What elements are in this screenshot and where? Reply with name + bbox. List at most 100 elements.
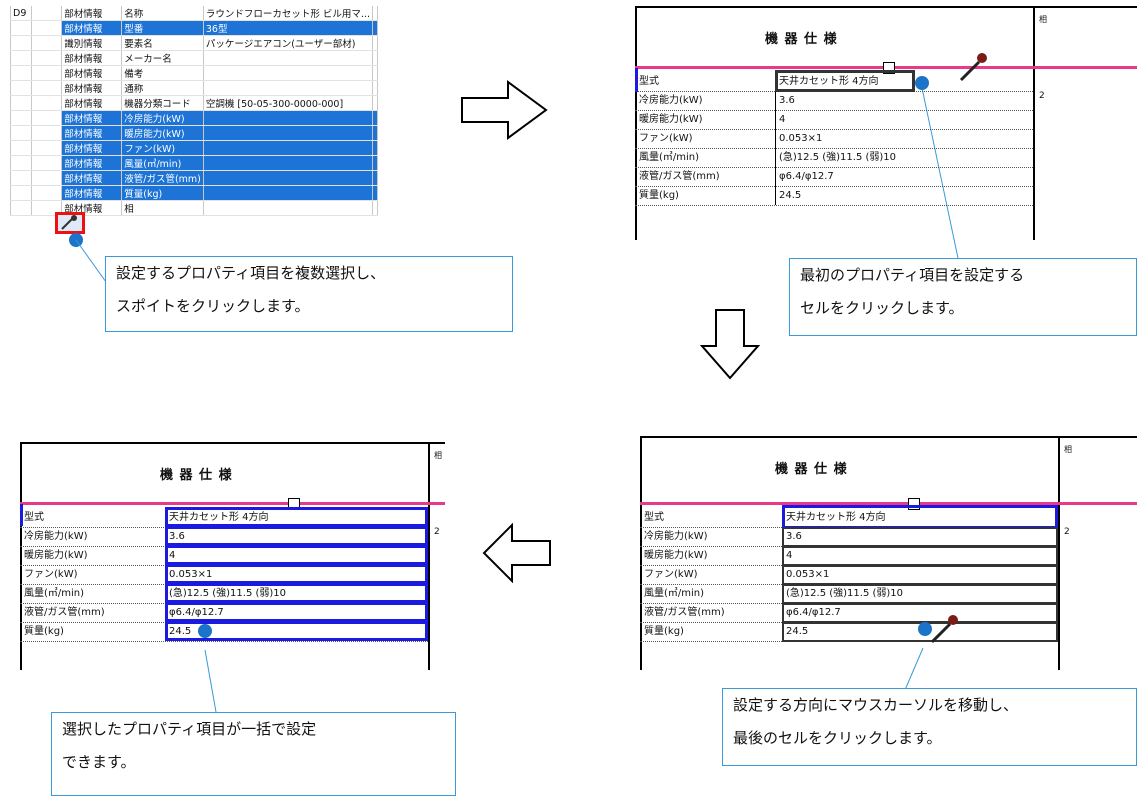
grid-cell-name[interactable]: 液管/ガス管(mm) — [121, 170, 204, 186]
spec-value[interactable]: 天井カセット形 4方向 — [779, 76, 879, 87]
target-cell[interactable] — [782, 546, 1058, 566]
table-row[interactable]: 部材情報冷房能力(kW) — [10, 110, 378, 126]
grid-cell-id[interactable] — [10, 140, 32, 156]
grid-cell-name[interactable]: 通称 — [121, 80, 204, 96]
grid-cell-cat[interactable]: 部材情報 — [61, 170, 123, 186]
grid-cell-blank[interactable] — [31, 155, 63, 171]
grid-cell-id[interactable] — [10, 80, 32, 96]
table-row[interactable]: 部材情報機器分類コード空調機 [50-05-300-0000-000] — [10, 95, 378, 111]
grid-cell-name[interactable]: 相 — [121, 200, 204, 216]
table-row[interactable]: 部材情報備考 — [10, 65, 378, 81]
grid-cell-blank[interactable] — [31, 50, 63, 66]
filled-cell[interactable] — [165, 526, 428, 546]
grid-cell-cat[interactable]: 部材情報 — [61, 95, 123, 111]
grid-cell-id[interactable] — [10, 20, 32, 36]
grid-cell-blank[interactable] — [372, 80, 378, 96]
grid-cell-value[interactable] — [203, 170, 374, 186]
grid-cell-value[interactable]: ラウンドフローカセット形 ビル用マ... — [203, 6, 374, 21]
spec-value[interactable]: (急)12.5 (強)11.5 (弱)10 — [779, 152, 897, 163]
grid-cell-blank[interactable] — [31, 65, 63, 81]
grid-cell-id[interactable] — [10, 65, 32, 81]
grid-cell-blank[interactable] — [372, 185, 378, 201]
grid-cell-blank[interactable] — [372, 35, 378, 51]
filled-cell[interactable] — [165, 507, 428, 527]
spec-value[interactable]: 4 — [169, 550, 176, 561]
grid-cell-blank[interactable] — [372, 170, 378, 186]
first-target-cell[interactable] — [775, 70, 915, 92]
grid-cell-value[interactable] — [203, 140, 374, 156]
grid-cell-blank[interactable] — [372, 20, 378, 36]
table-row[interactable]: 識別情報要素名パッケージエアコン(ユーザー部材) — [10, 35, 378, 51]
target-cell[interactable] — [782, 584, 1058, 604]
grid-cell-blank[interactable] — [31, 110, 63, 126]
grid-cell-cat[interactable]: 部材情報 — [61, 155, 123, 171]
grid-cell-blank[interactable] — [372, 140, 378, 156]
grid-cell-blank[interactable] — [31, 185, 63, 201]
grid-cell-name[interactable]: 風量(㎥/min) — [121, 155, 204, 171]
filled-cell[interactable] — [165, 621, 428, 641]
grid-cell-cat[interactable]: 部材情報 — [61, 185, 123, 201]
grid-cell-blank[interactable] — [372, 155, 378, 171]
table-row[interactable]: 部材情報相 — [10, 200, 378, 216]
grid-cell-blank[interactable] — [372, 6, 378, 21]
grid-cell-value[interactable] — [203, 110, 374, 126]
spec-value[interactable]: 0.053×1 — [786, 569, 830, 580]
grid-cell-id[interactable]: D9 — [10, 6, 32, 21]
grid-cell-name[interactable]: 型番 — [121, 20, 204, 36]
spec-value[interactable]: 3.6 — [786, 531, 802, 542]
spec-value[interactable]: 0.053×1 — [169, 569, 213, 580]
grid-cell-value[interactable] — [203, 185, 374, 201]
grid-cell-name[interactable]: 冷房能力(kW) — [121, 110, 204, 126]
table-row[interactable]: 部材情報ファン(kW) — [10, 140, 378, 156]
grid-cell-cat[interactable]: 部材情報 — [61, 80, 123, 96]
filled-cell[interactable] — [165, 602, 428, 622]
spec-value[interactable]: (急)12.5 (強)11.5 (弱)10 — [786, 588, 904, 599]
grid-cell-name[interactable]: 備考 — [121, 65, 204, 81]
spec-value[interactable]: 4 — [786, 550, 793, 561]
grid-cell-name[interactable]: 機器分類コード — [121, 95, 204, 111]
grid-cell-name[interactable]: 要素名 — [121, 35, 204, 51]
grid-cell-blank[interactable] — [31, 200, 63, 216]
spec-value[interactable]: 24.5 — [169, 626, 192, 637]
target-cell[interactable] — [782, 527, 1058, 547]
spec-value[interactable]: 3.6 — [169, 531, 185, 542]
grid-cell-value[interactable] — [203, 200, 374, 216]
grid-cell-id[interactable] — [10, 110, 32, 126]
grid-cell-value[interactable]: 空調機 [50-05-300-0000-000] — [203, 95, 374, 111]
grid-cell-blank[interactable] — [31, 125, 63, 141]
target-cell[interactable] — [782, 603, 1058, 623]
grid-cell-cat[interactable]: 部材情報 — [61, 20, 123, 36]
first-selected-cell[interactable] — [782, 505, 1058, 529]
grid-cell-name[interactable]: ファン(kW) — [121, 140, 204, 156]
spec-value[interactable]: 4 — [779, 114, 786, 125]
grid-cell-value[interactable] — [203, 65, 374, 81]
grid-cell-id[interactable] — [10, 35, 32, 51]
grid-cell-value[interactable]: 36型 — [203, 20, 374, 36]
grid-cell-blank[interactable] — [31, 140, 63, 156]
filled-cell[interactable] — [165, 583, 428, 603]
grid-cell-id[interactable] — [10, 155, 32, 171]
grid-cell-cat[interactable]: 部材情報 — [61, 6, 123, 21]
grid-cell-blank[interactable] — [372, 65, 378, 81]
grid-cell-blank[interactable] — [31, 95, 63, 111]
grid-cell-value[interactable] — [203, 155, 374, 171]
grid-cell-cat[interactable]: 部材情報 — [61, 65, 123, 81]
table-row[interactable]: 部材情報暖房能力(kW) — [10, 125, 378, 141]
grid-cell-cat[interactable]: 部材情報 — [61, 50, 123, 66]
table-row[interactable]: 部材情報液管/ガス管(mm) — [10, 170, 378, 186]
grid-cell-id[interactable] — [10, 50, 32, 66]
grid-cell-cat[interactable]: 識別情報 — [61, 35, 123, 51]
spec-value[interactable]: 天井カセット形 4方向 — [786, 512, 886, 523]
grid-cell-blank[interactable] — [372, 110, 378, 126]
grid-cell-value[interactable] — [203, 50, 374, 66]
table-row[interactable]: 部材情報メーカー名 — [10, 50, 378, 66]
filled-cell[interactable] — [165, 564, 428, 584]
spec-value[interactable]: 天井カセット形 4方向 — [169, 512, 269, 523]
table-row[interactable]: 部材情報質量(kg) — [10, 185, 378, 201]
table-row[interactable]: 部材情報風量(㎥/min) — [10, 155, 378, 171]
grid-cell-value[interactable] — [203, 80, 374, 96]
spec-value[interactable]: φ6.4/φ12.7 — [786, 607, 841, 618]
grid-cell-name[interactable]: メーカー名 — [121, 50, 204, 66]
spec-value[interactable]: 0.053×1 — [779, 133, 823, 144]
